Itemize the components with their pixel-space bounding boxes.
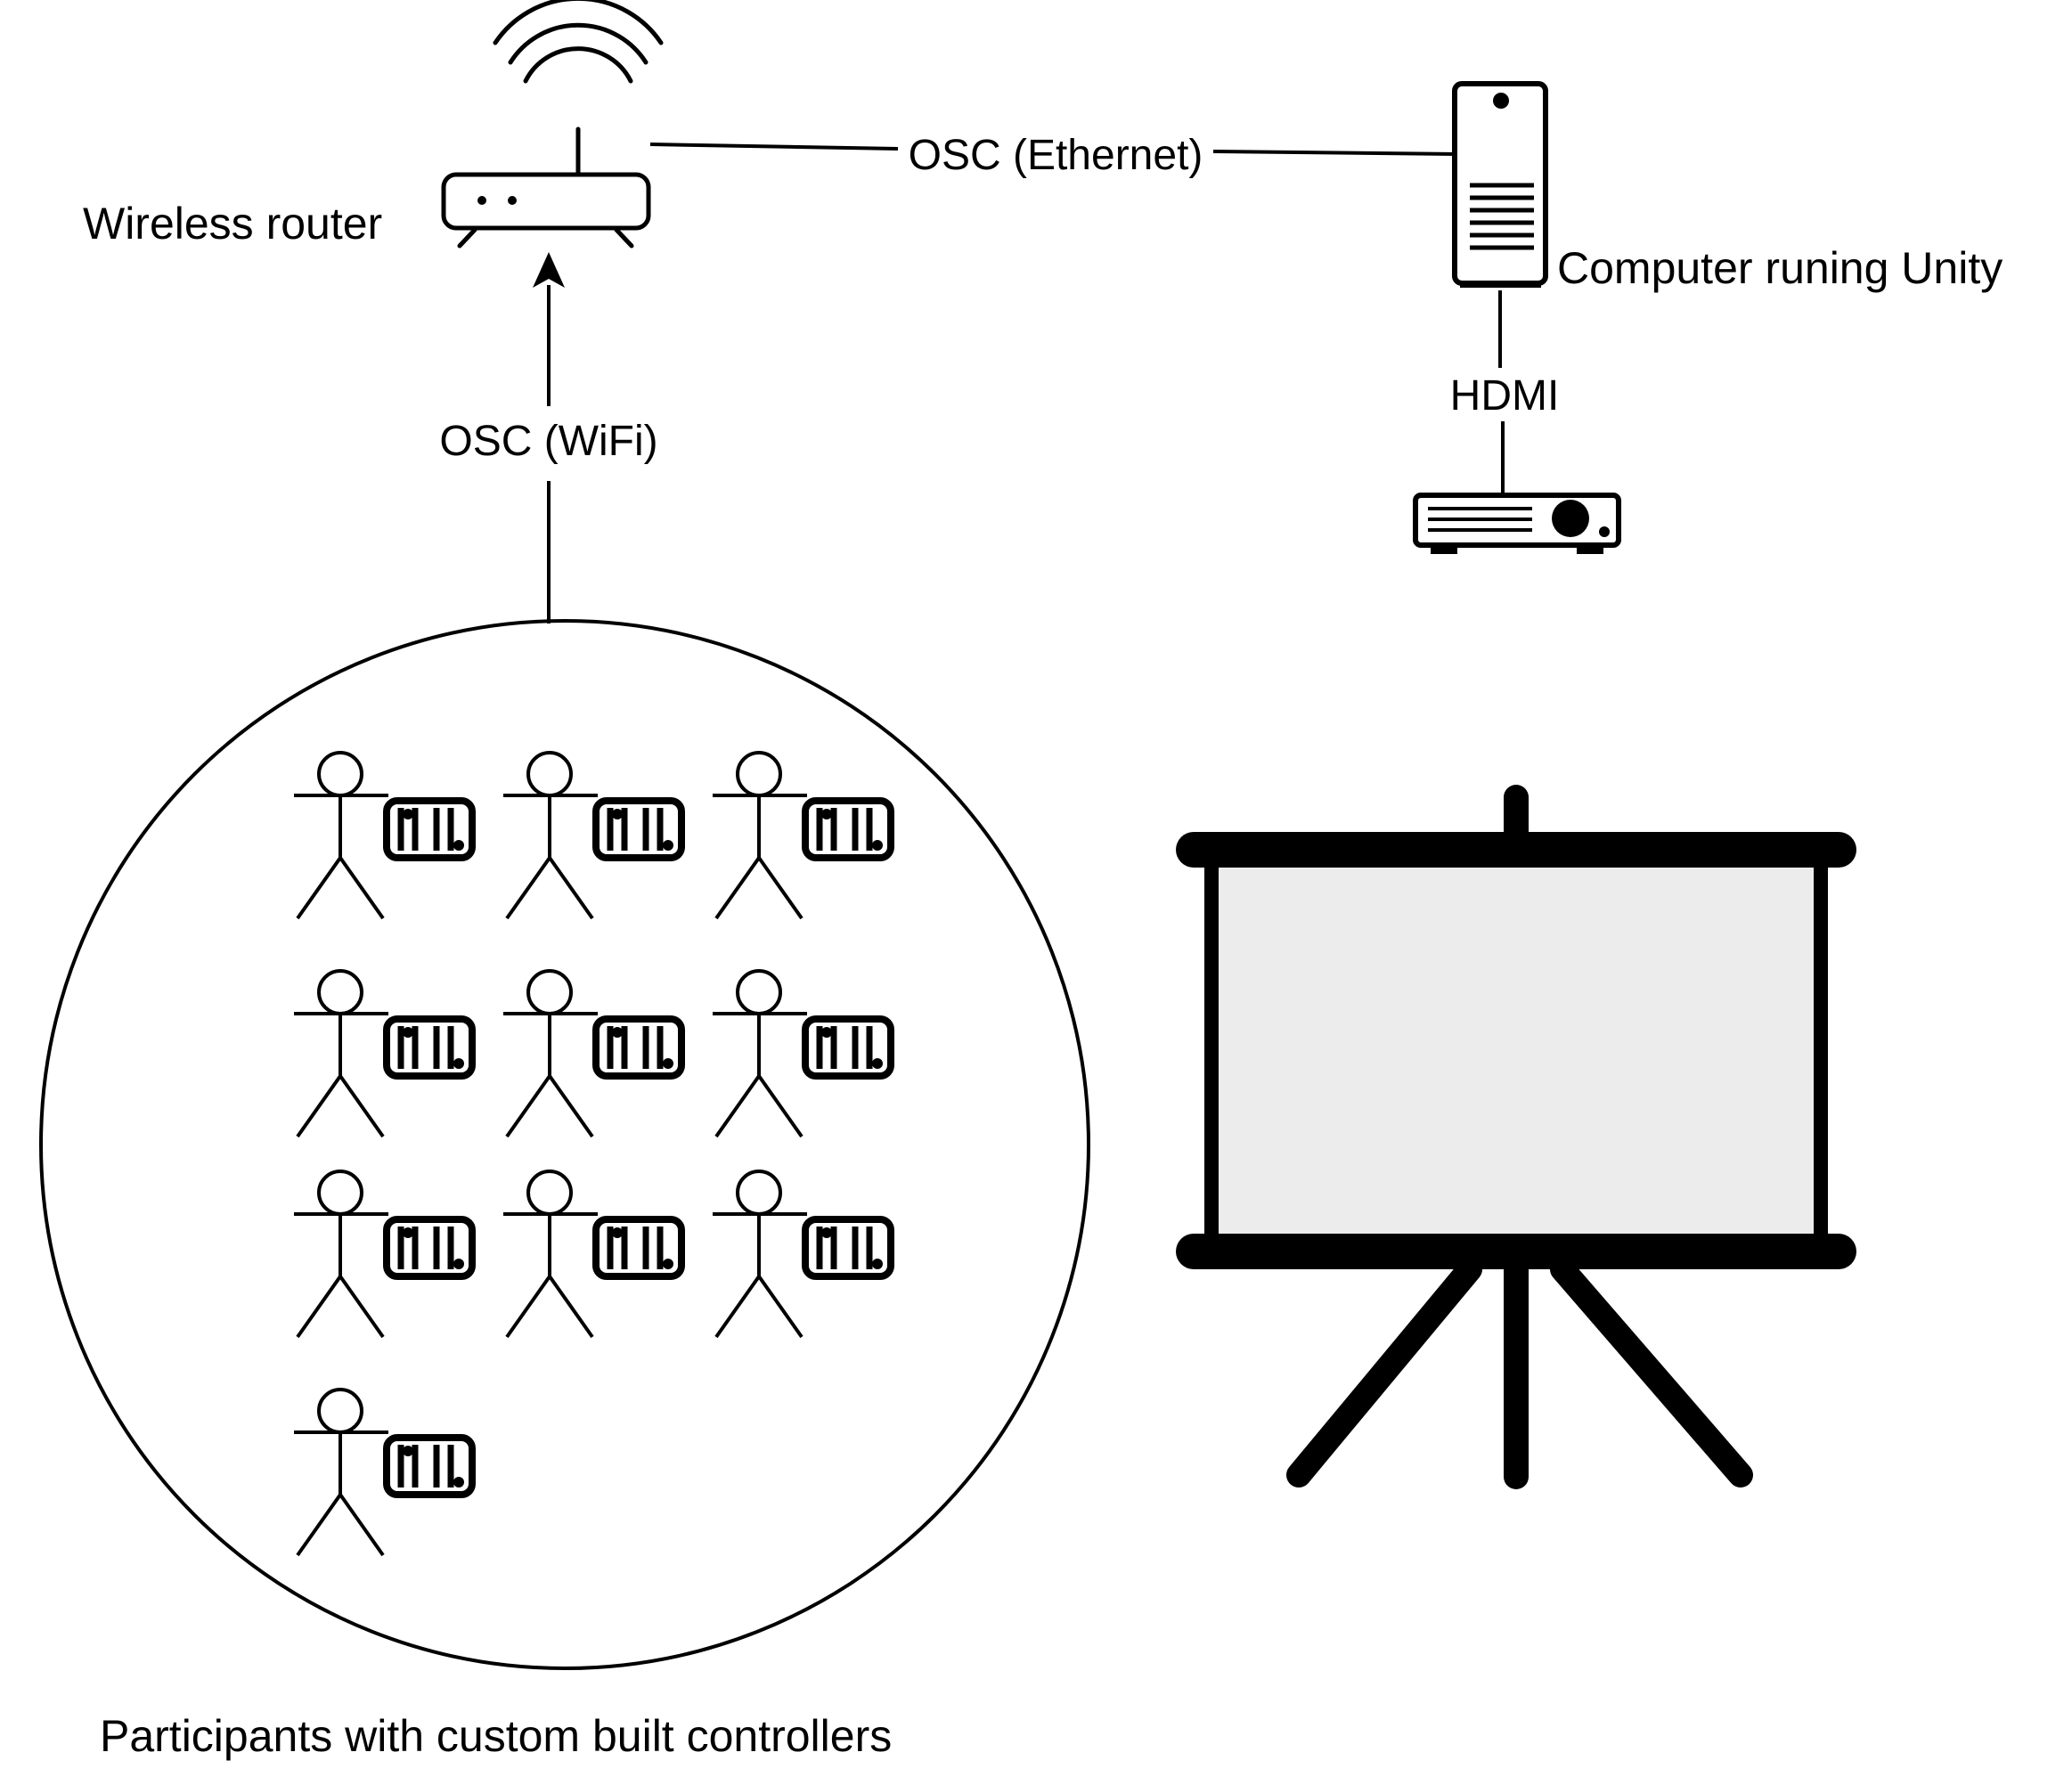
participant-3	[713, 753, 891, 918]
participant-6	[713, 971, 891, 1137]
computer-label: Computer runing Unity	[1557, 243, 2003, 293]
participant-10	[294, 1390, 472, 1555]
participants-group	[39, 619, 1090, 1670]
wifi-connection	[533, 252, 565, 624]
projector-icon	[1413, 493, 1621, 554]
participants	[294, 753, 891, 1555]
hdmi-label: HDMI	[1450, 372, 1560, 420]
computer-tower-icon	[1452, 81, 1548, 288]
participant-8	[503, 1171, 681, 1337]
participant-2	[503, 753, 681, 918]
projection-screen-icon	[1176, 785, 1856, 1489]
participants-label: Participants with custom built controlle…	[100, 1711, 892, 1761]
router-icon	[441, 0, 664, 249]
participant-5	[503, 971, 681, 1137]
hdmi-connection	[1498, 290, 1505, 493]
participant-4	[294, 971, 472, 1137]
participant-9	[713, 1171, 891, 1337]
router-label: Wireless router	[83, 199, 382, 249]
ethernet-label: OSC (Ethernet)	[909, 132, 1203, 179]
participant-1	[294, 753, 472, 918]
ethernet-connection	[649, 143, 1458, 156]
participant-7	[294, 1171, 472, 1337]
wifi-label: OSC (WiFi)	[439, 418, 657, 465]
